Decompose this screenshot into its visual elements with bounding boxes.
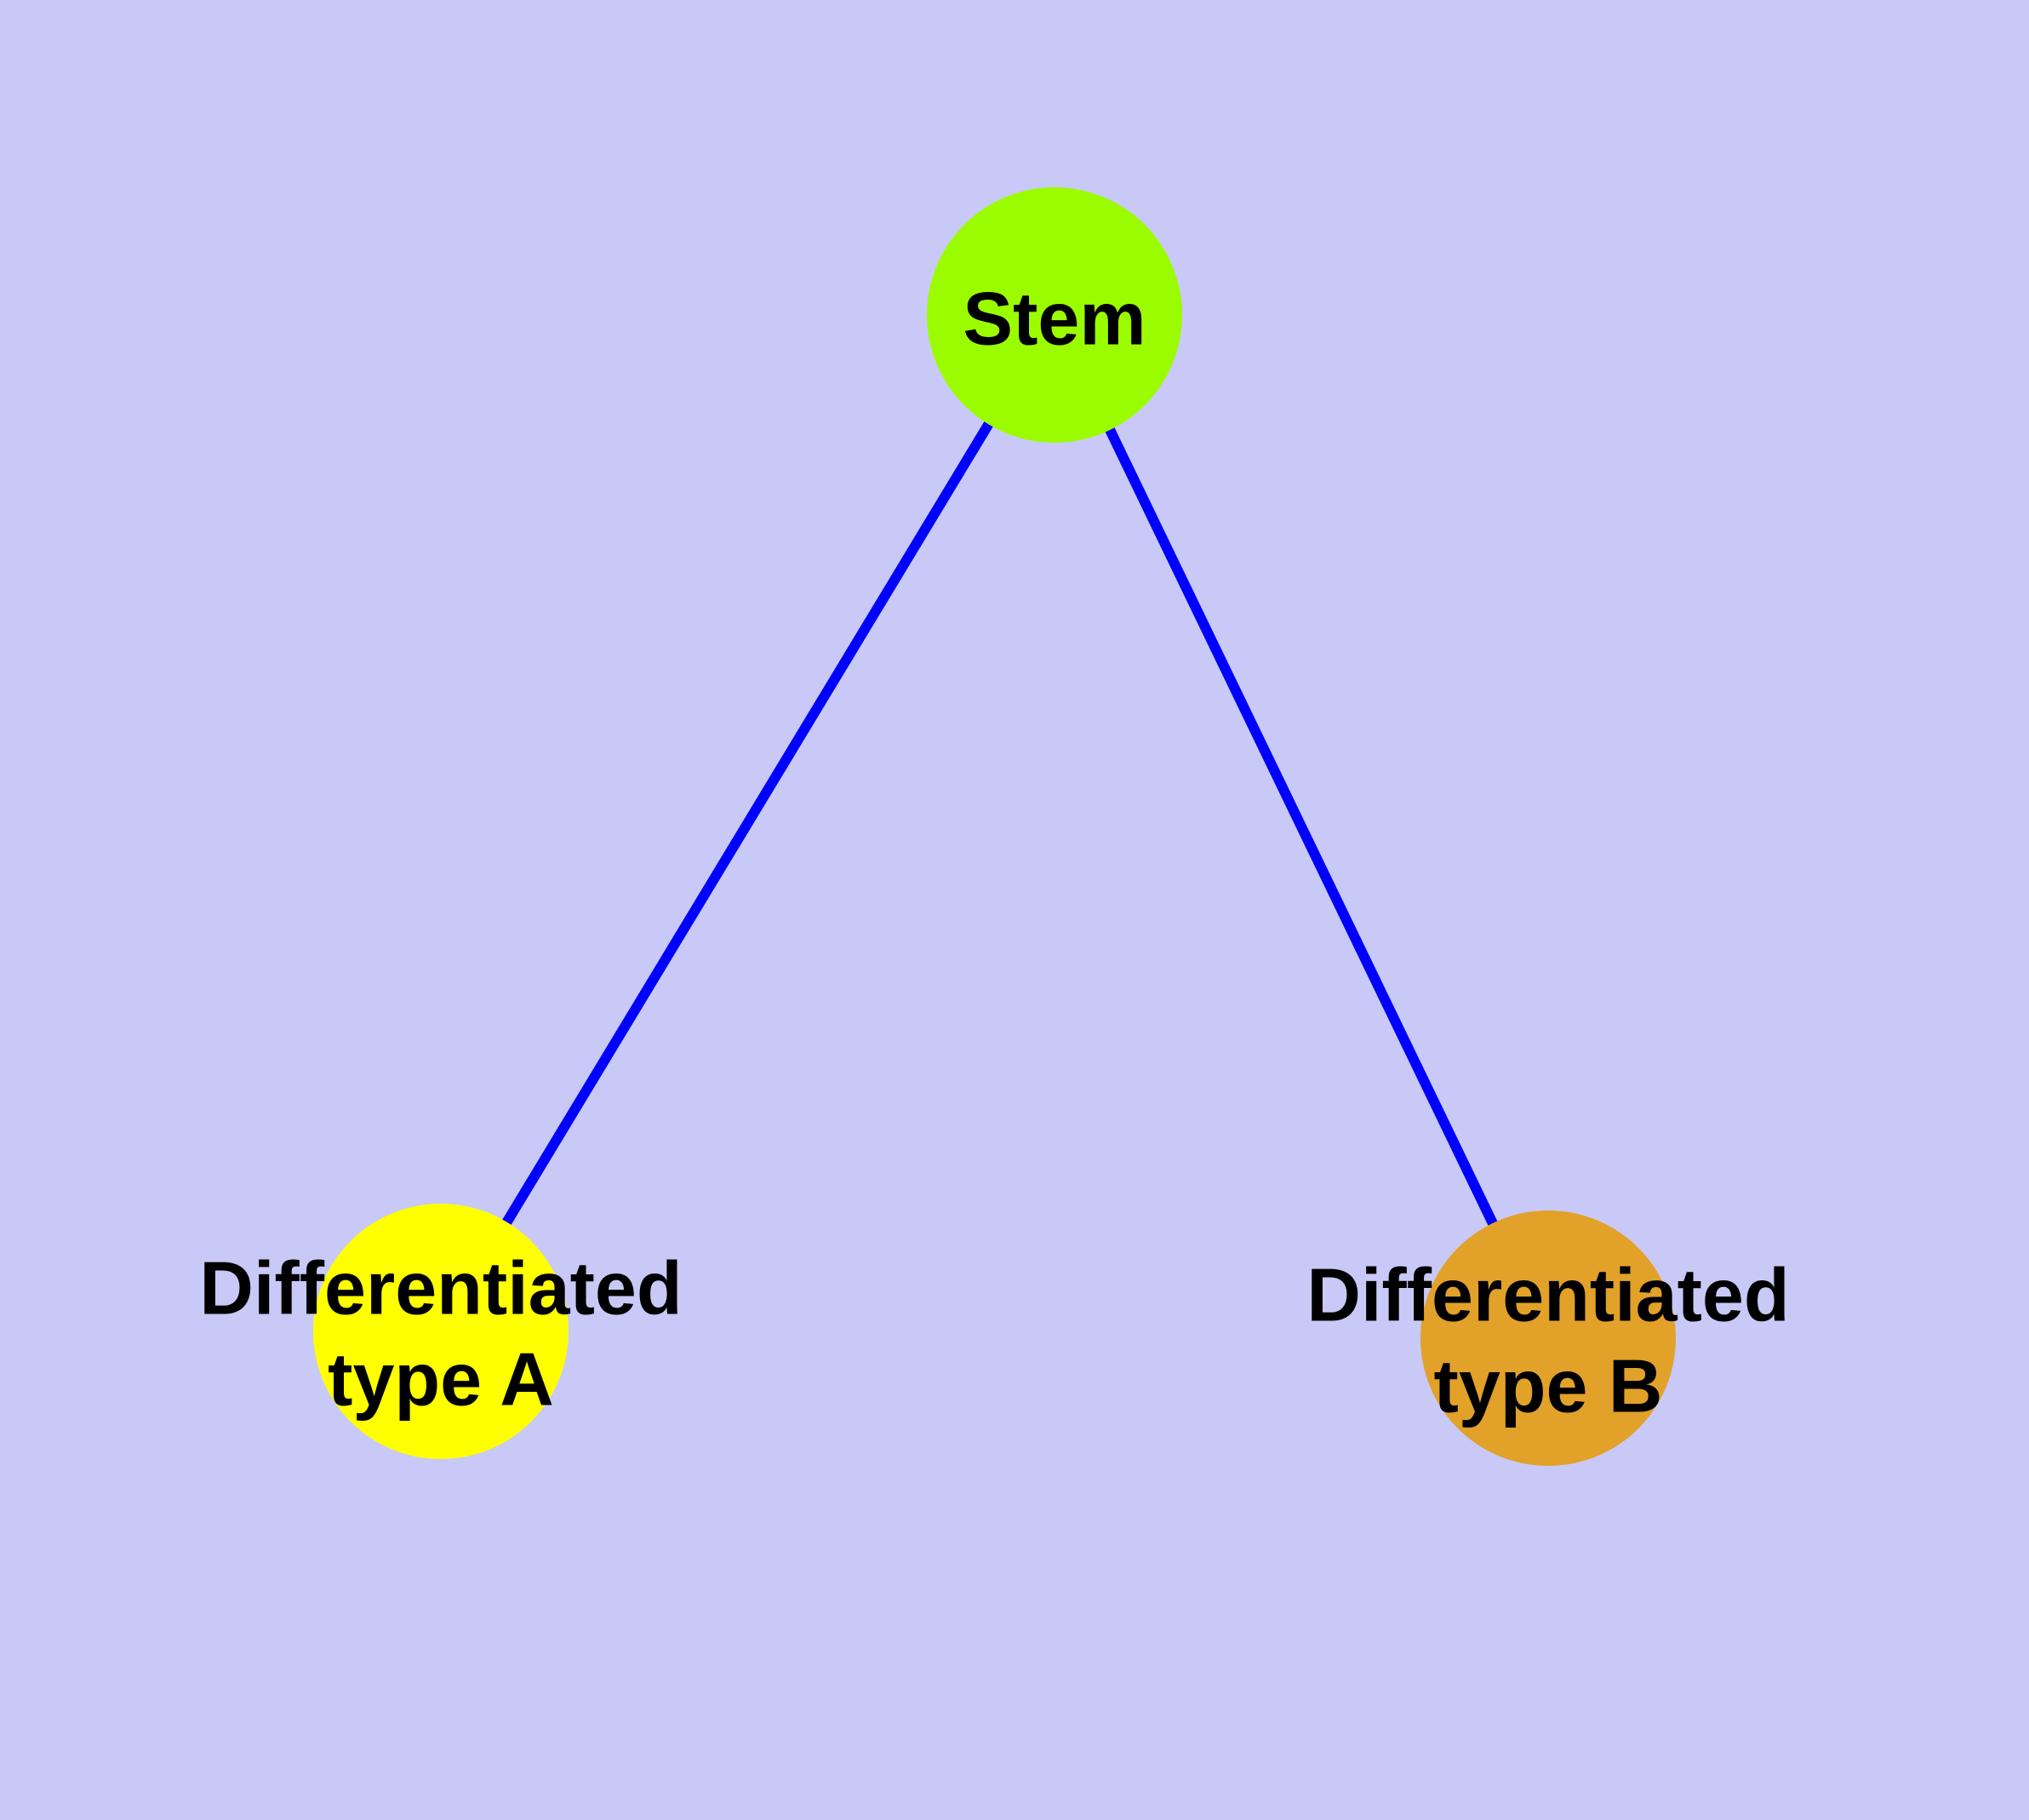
differentiated-type-a-label-line1: Differentiated	[199, 1246, 682, 1331]
edge-stem-to-type-a	[436, 310, 1060, 1336]
differentiated-type-b-label-line2: type B	[1434, 1344, 1663, 1428]
differentiated-type-b-label-line1: Differentiated	[1306, 1253, 1789, 1337]
edge-stem-to-type-b	[1049, 310, 1553, 1343]
stem-node	[927, 187, 1182, 443]
differentiated-type-b-node	[1420, 1210, 1676, 1466]
differentiated-type-a-label-line2: type A	[328, 1337, 554, 1422]
stem-node-label: Stem	[963, 277, 1146, 361]
differentiated-type-a-node	[313, 1204, 569, 1459]
